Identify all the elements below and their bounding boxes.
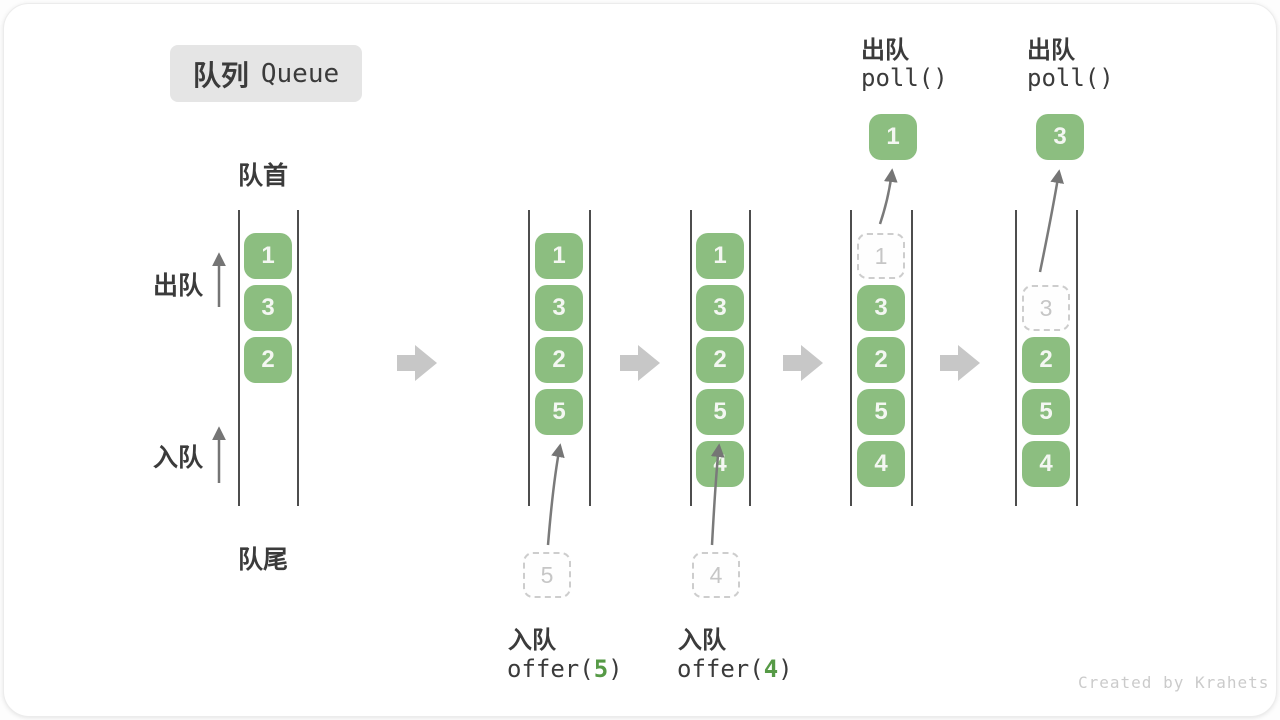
- queue-tail-label: 队尾: [238, 546, 289, 574]
- queue-block: 3: [696, 285, 744, 331]
- ghost-slot: 1: [857, 233, 905, 279]
- poll-code-label: poll(): [1027, 64, 1114, 92]
- queue-block: 4: [696, 441, 744, 487]
- code-text: ): [608, 655, 623, 683]
- queue4-left-wall: [850, 210, 852, 506]
- queue-block: 2: [1022, 337, 1070, 383]
- credit-text: Created by Krahets: [1078, 673, 1270, 692]
- dequeue-op-label: 出队: [1027, 37, 1075, 64]
- queue3-right-wall: [749, 210, 751, 506]
- queue1-left-wall: [238, 210, 240, 506]
- code-text: offer(: [677, 655, 764, 683]
- queue-block: 4: [1022, 441, 1070, 487]
- code-arg: 5: [593, 655, 609, 683]
- queue-block: 2: [535, 337, 583, 383]
- queue-block: 4: [857, 441, 905, 487]
- queue3-left-wall: [690, 210, 692, 506]
- title-badge: 队列 Queue: [170, 45, 362, 102]
- queue-block: 5: [1022, 389, 1070, 435]
- queue2-right-wall: [589, 210, 591, 506]
- queue-block: 2: [696, 337, 744, 383]
- code-text: ): [778, 655, 793, 683]
- dequeued-block: 3: [1036, 114, 1084, 160]
- poll-code-label: poll(): [861, 64, 948, 92]
- queue-block: 2: [244, 337, 292, 383]
- queue-block: 3: [244, 285, 292, 331]
- queue5-left-wall: [1015, 210, 1017, 506]
- code-arg: 4: [763, 655, 779, 683]
- dequeue-op-label: 出队: [861, 37, 909, 64]
- queue-block: 2: [857, 337, 905, 383]
- queue-block: 3: [857, 285, 905, 331]
- queue-block: 1: [535, 233, 583, 279]
- pending-block: 4: [692, 552, 740, 598]
- title-zh: 队列: [192, 59, 249, 91]
- enqueue-op-label: 入队: [678, 627, 726, 654]
- dequeued-block: 1: [869, 114, 917, 160]
- queue-block: 3: [535, 285, 583, 331]
- enqueue-op-label: 入队: [508, 627, 556, 654]
- offer-code-label: offer(5): [507, 655, 623, 683]
- queue-block: 1: [244, 233, 292, 279]
- queue-block: 5: [535, 389, 583, 435]
- offer-code-label: offer(4): [677, 655, 793, 683]
- queue-block: 5: [696, 389, 744, 435]
- queue1-right-wall: [297, 210, 299, 506]
- queue4-right-wall: [911, 210, 913, 506]
- queue2-left-wall: [528, 210, 530, 506]
- queue-block: 5: [857, 389, 905, 435]
- code-text: offer(: [507, 655, 594, 683]
- title-en: Queue: [260, 58, 340, 89]
- side-dequeue-label: 出队: [153, 272, 204, 300]
- queue5-right-wall: [1076, 210, 1078, 506]
- side-enqueue-label: 入队: [153, 444, 204, 472]
- queue-head-label: 队首: [238, 162, 289, 190]
- pending-block: 5: [523, 552, 571, 598]
- ghost-slot: 3: [1022, 285, 1070, 331]
- diagram-card: [3, 3, 1277, 717]
- queue-block: 1: [696, 233, 744, 279]
